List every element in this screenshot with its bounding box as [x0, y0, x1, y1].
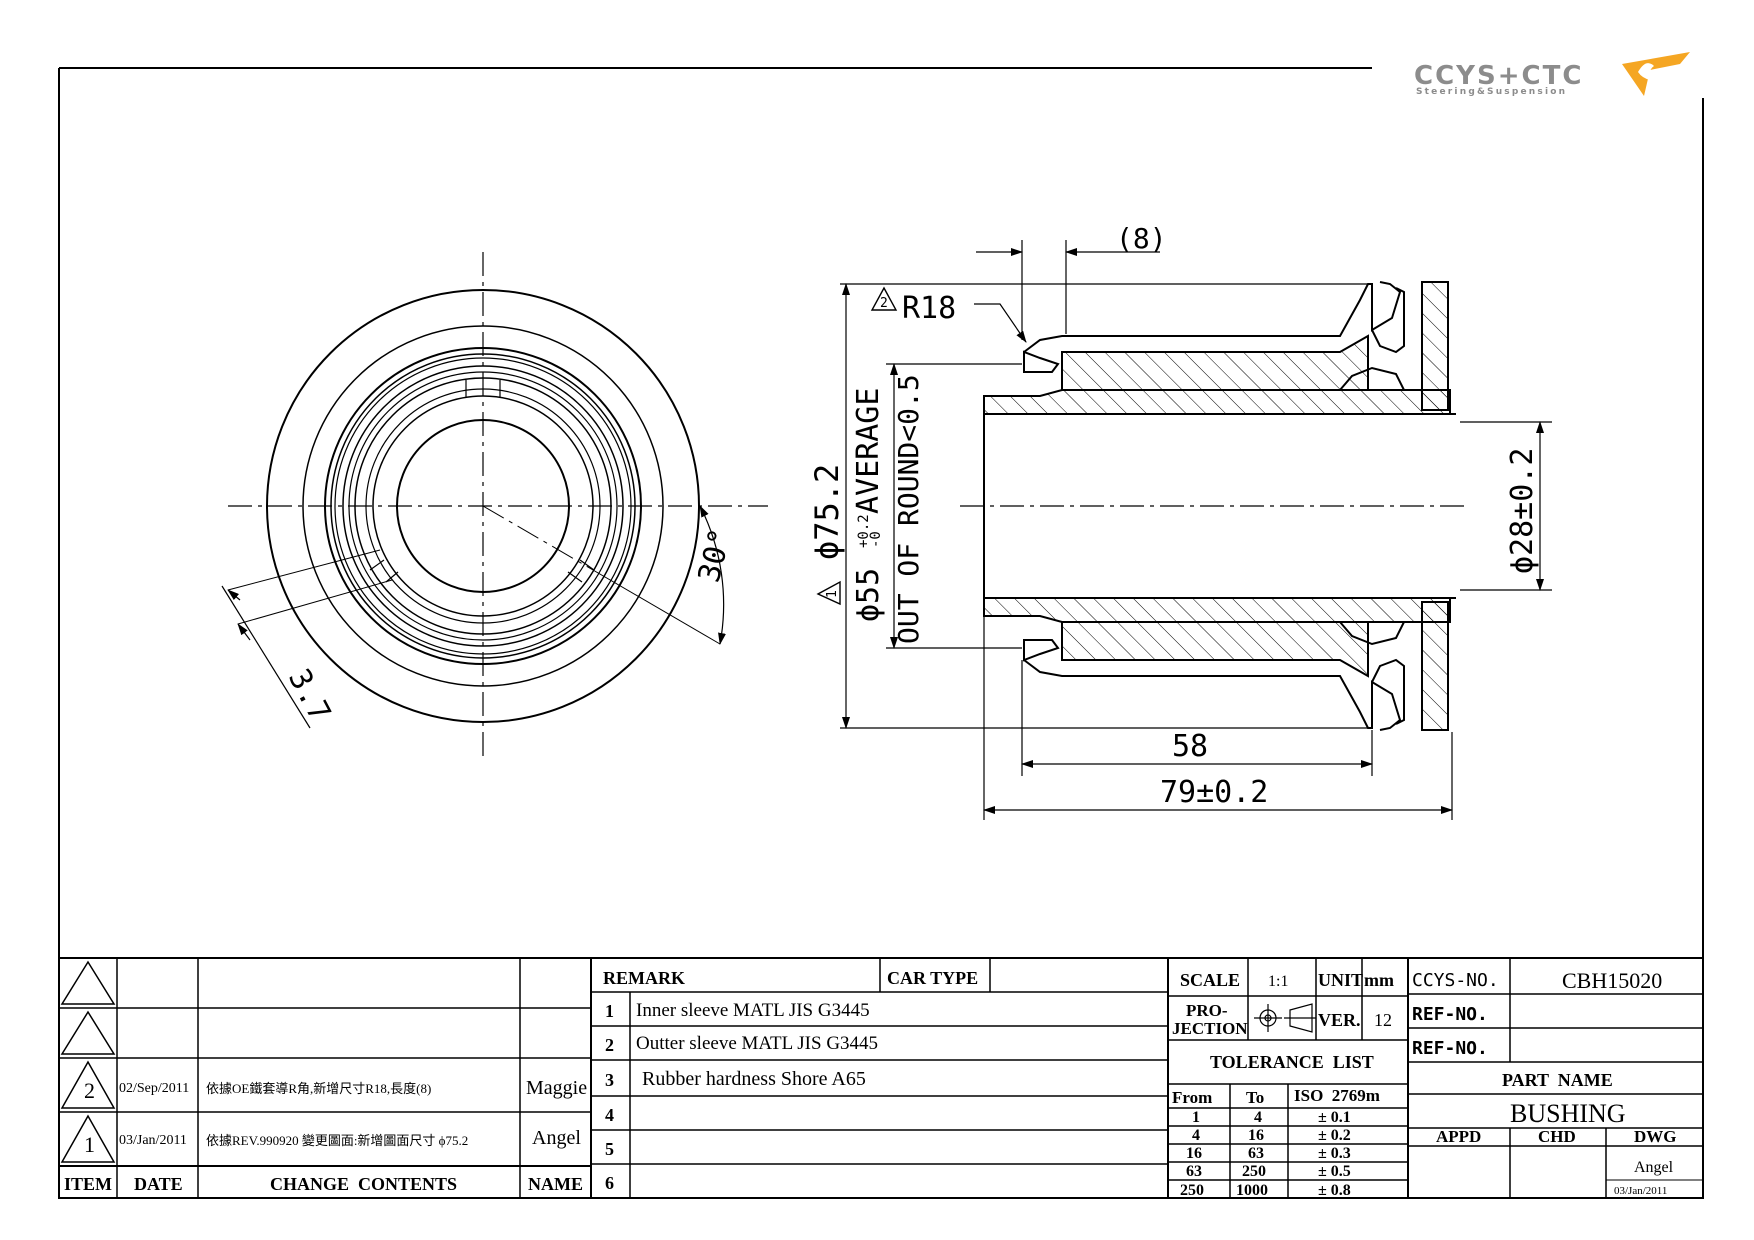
tolerance-row-tol: ± 0.2: [1318, 1127, 1351, 1144]
front-view: [221, 252, 768, 758]
remark-3-text: Rubber hardness Shore A65: [642, 1068, 866, 1090]
unit-value: mm: [1364, 970, 1394, 990]
remark-header: REMARK: [603, 968, 685, 988]
sleeve-slots: [369, 380, 595, 583]
tolerance-title: TOLERANCE LIST: [1210, 1052, 1374, 1072]
appd-label: APPD: [1436, 1127, 1481, 1146]
remark-2-no: 2: [605, 1035, 614, 1055]
tolerance-header-from: From: [1172, 1088, 1212, 1107]
remark-2-text: Outter sleeve MATL JIS G3445: [636, 1033, 878, 1054]
tolerance-row-to: 4: [1254, 1109, 1262, 1126]
projection-label-1: PRO-: [1186, 1001, 1228, 1020]
tolerance-row-tol: ± 0.1: [1318, 1109, 1351, 1126]
tolerance-row-from: 1: [1192, 1109, 1200, 1126]
scale-value: 1:1: [1268, 973, 1288, 990]
company-logo: CCYS+CTC Steering&Suspension: [1414, 52, 1690, 97]
average-note: AVERAGE: [851, 388, 886, 514]
remark-1-no: 1: [605, 1001, 614, 1021]
round-note: OUT OF ROUND<0.5: [892, 374, 925, 644]
part-name-label: PART NAME: [1502, 1070, 1613, 1090]
ccys-no-value: CBH15020: [1562, 968, 1662, 993]
revision-row-3-date: 02/Sep/2011: [119, 1081, 189, 1096]
tolerance-row-tol: ± 0.5: [1318, 1163, 1351, 1180]
part-name-value: BUSHING: [1510, 1099, 1626, 1128]
chd-label: CHD: [1538, 1127, 1576, 1146]
tolerance-row-to: 16: [1248, 1127, 1264, 1144]
revision-row-3-name: Maggie: [526, 1077, 587, 1099]
sleeve-tol-lower: -0: [868, 531, 884, 548]
logo-mark: [1622, 52, 1690, 96]
tolerance-row-from: 250: [1180, 1182, 1204, 1199]
scale-label: SCALE: [1180, 970, 1240, 990]
car-type-label: CAR TYPE: [887, 968, 978, 988]
angle-dimension: 30°: [692, 525, 739, 586]
remark-3-no: 3: [605, 1070, 614, 1090]
ref-no-label-1: REF-NO.: [1412, 1004, 1488, 1025]
section-dimensions: [816, 240, 1552, 820]
revision-row-4-date: 03/Jan/2011: [119, 1133, 187, 1148]
remark-1-text: Inner sleeve MATL JIS G3445: [636, 1000, 870, 1021]
tolerance-header-to: To: [1246, 1088, 1264, 1107]
tolerance-row-from: 4: [1192, 1127, 1200, 1144]
remark-5-no: 5: [605, 1139, 614, 1159]
ccys-no-label: CCYS-NO.: [1412, 970, 1499, 991]
ver-label: VER.: [1318, 1010, 1361, 1030]
tolerance-row-to: 250: [1242, 1163, 1266, 1180]
tolerance-row-to: 63: [1248, 1145, 1264, 1162]
dwg-label: DWG: [1634, 1127, 1677, 1146]
revision-row-3-item: 2: [84, 1078, 95, 1103]
revision-row-4-name: Angel: [532, 1127, 581, 1149]
header-date: DATE: [134, 1174, 183, 1194]
tolerance-row-tol: ± 0.3: [1318, 1145, 1351, 1162]
title-block-grid: [58, 957, 1704, 1199]
header-contents: CHANGE CONTENTS: [270, 1174, 457, 1194]
header-item: ITEM: [64, 1174, 112, 1194]
unit-label: UNIT: [1318, 970, 1363, 990]
remark-6-no: 6: [605, 1173, 614, 1193]
section-view: [960, 281, 1470, 731]
logo-tagline: Steering&Suspension: [1416, 87, 1567, 97]
radius-dimension: R18: [902, 291, 956, 326]
sleeve-diameter-dimension: ϕ55: [851, 568, 886, 622]
sleeve-length-dimension: 58: [1172, 729, 1208, 764]
ver-value: 12: [1374, 1010, 1392, 1030]
projection-label-2: JECTION: [1172, 1019, 1248, 1038]
tolerance-header-iso: ISO 2769m: [1294, 1086, 1380, 1105]
tolerance-row-from: 63: [1186, 1163, 1202, 1180]
front-view-centerlines: [228, 252, 768, 758]
inner-diameter-dimension: ϕ28±0.2: [1505, 448, 1540, 574]
outer-diameter-dimension: ϕ75.2: [808, 464, 846, 560]
dwg-date: 03/Jan/2011: [1614, 1185, 1667, 1197]
tolerance-row-tol: ± 0.8: [1318, 1182, 1351, 1199]
tolerance-row-to: 1000: [1236, 1182, 1268, 1199]
projection-symbol-icon: [1254, 1003, 1316, 1033]
radius-marker: 2: [880, 296, 888, 311]
tolerance-row-from: 16: [1186, 1145, 1202, 1162]
revision-row-4-contents: 依據REV.990920 變更圖面:新增圖面尺寸 ϕ75.2: [206, 1133, 468, 1148]
gap-dimension: (8): [1116, 222, 1167, 255]
sleeve-tol-upper: +0.2: [856, 514, 872, 548]
revision-row-3-contents: 依據OE鐵套導R角,新增尺寸R18,長度(8): [206, 1081, 431, 1096]
slot-width-dimension: 3.7: [281, 663, 337, 727]
overall-length-dimension: 79±0.2: [1160, 775, 1268, 810]
logo-brand: CCYS+CTC: [1414, 61, 1583, 91]
outer-diameter-marker: 1: [825, 590, 840, 598]
remark-4-no: 4: [605, 1105, 614, 1125]
dwg-value: Angel: [1634, 1159, 1674, 1176]
header-name: NAME: [528, 1174, 583, 1194]
revision-row-4-item: 1: [84, 1132, 95, 1157]
ref-no-label-2: REF-NO.: [1412, 1038, 1488, 1059]
